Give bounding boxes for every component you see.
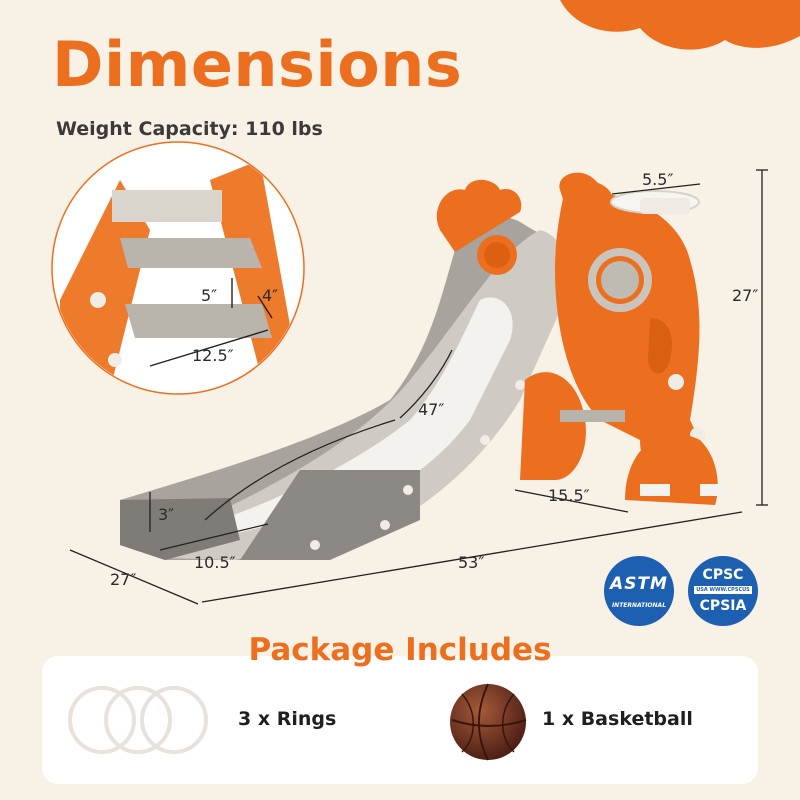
rings-icon <box>68 686 208 754</box>
ladder-detail-inset <box>51 141 305 395</box>
package-title: Package Includes <box>248 632 552 668</box>
astm-badge: ASTM INTERNATIONAL <box>604 556 674 626</box>
basketball-icon <box>450 683 527 761</box>
total-height-label: 27″ <box>732 286 759 305</box>
page-title: Dimensions <box>52 28 463 101</box>
astm-badge-main: ASTM <box>610 574 668 594</box>
dimension-lines <box>69 169 768 605</box>
step-depth-label: 4″ <box>262 286 279 305</box>
cpsc-badge: CPSC USA WWW.CPSCUS CPSIA <box>688 556 758 626</box>
cpsc-badge-band: USA WWW.CPSCUS <box>694 586 752 594</box>
cpsc-badge-bottom: CPSIA <box>699 598 747 614</box>
decorative-blob <box>560 0 800 50</box>
slide-length-label: 47″ <box>418 400 445 419</box>
package-item-basketball: 1 x Basketball <box>542 708 693 730</box>
slide-body <box>120 217 569 560</box>
package-box <box>42 656 758 784</box>
total-length-label: 53″ <box>458 553 485 572</box>
slide-top-crest <box>436 179 522 252</box>
slide-illustration <box>51 141 768 605</box>
step-height-label: 5″ <box>201 286 218 305</box>
lip-width-label: 10.5″ <box>194 553 236 572</box>
lip-height-label: 3″ <box>158 505 175 524</box>
package-item-rings: 3 x Rings <box>238 708 337 730</box>
hoop-diameter-label: 5.5″ <box>642 170 674 189</box>
weight-capacity: Weight Capacity: 110 lbs <box>56 118 323 140</box>
basketball-hoop <box>610 190 700 214</box>
total-width-label: 27″ <box>110 570 137 589</box>
step-width-label: 12.5″ <box>192 346 234 365</box>
astm-badge-sub: INTERNATIONAL <box>611 602 667 609</box>
rocket-side-panel <box>555 172 724 505</box>
cpsc-badge-top: CPSC <box>702 567 744 583</box>
base-depth-label: 15.5″ <box>548 486 590 505</box>
